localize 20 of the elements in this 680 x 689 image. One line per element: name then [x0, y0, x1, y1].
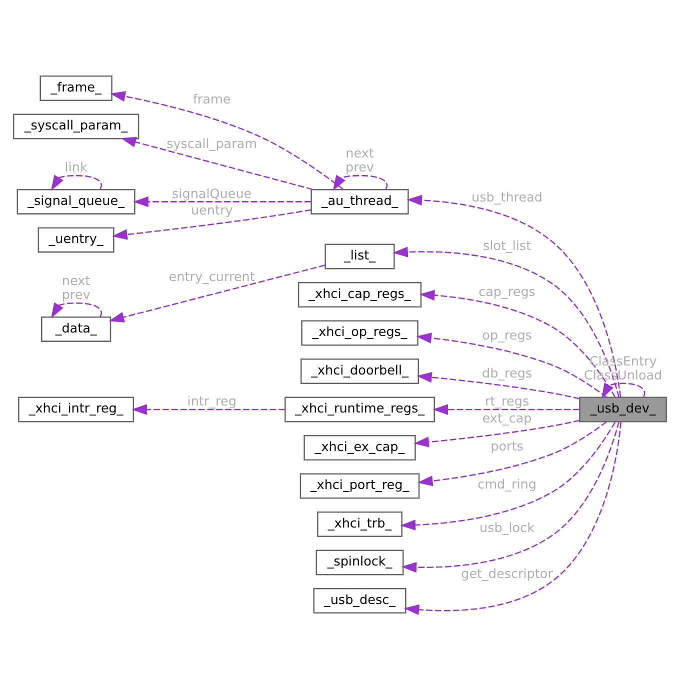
edge-label: slot_list [482, 239, 532, 254]
edge-label: link [64, 160, 88, 176]
edge-label: rt_regs [484, 394, 530, 410]
edge-label: signalQueue [172, 186, 252, 202]
edge-label: ports [490, 439, 524, 454]
edge-label: ext_cap [482, 411, 532, 426]
edge-label: db_regs [482, 366, 532, 382]
edge-label: op_regs [482, 328, 532, 344]
edge-label: usb_lock [480, 520, 534, 536]
edge-label: cap_regs [478, 285, 536, 300]
edge-label: next prev [346, 146, 374, 176]
edge-label: intr_reg [187, 394, 236, 410]
edge-label: frame [192, 92, 231, 108]
edge-label: get_descriptor [461, 566, 553, 582]
edge-label: entry_current [168, 270, 255, 285]
edge-label: uentry [190, 203, 233, 218]
edge-label: syscall_param [166, 137, 258, 152]
edge-label: cmd_ring [478, 478, 536, 493]
edge-label: next prev [62, 274, 90, 304]
edge-label: usb_thread [472, 190, 543, 206]
